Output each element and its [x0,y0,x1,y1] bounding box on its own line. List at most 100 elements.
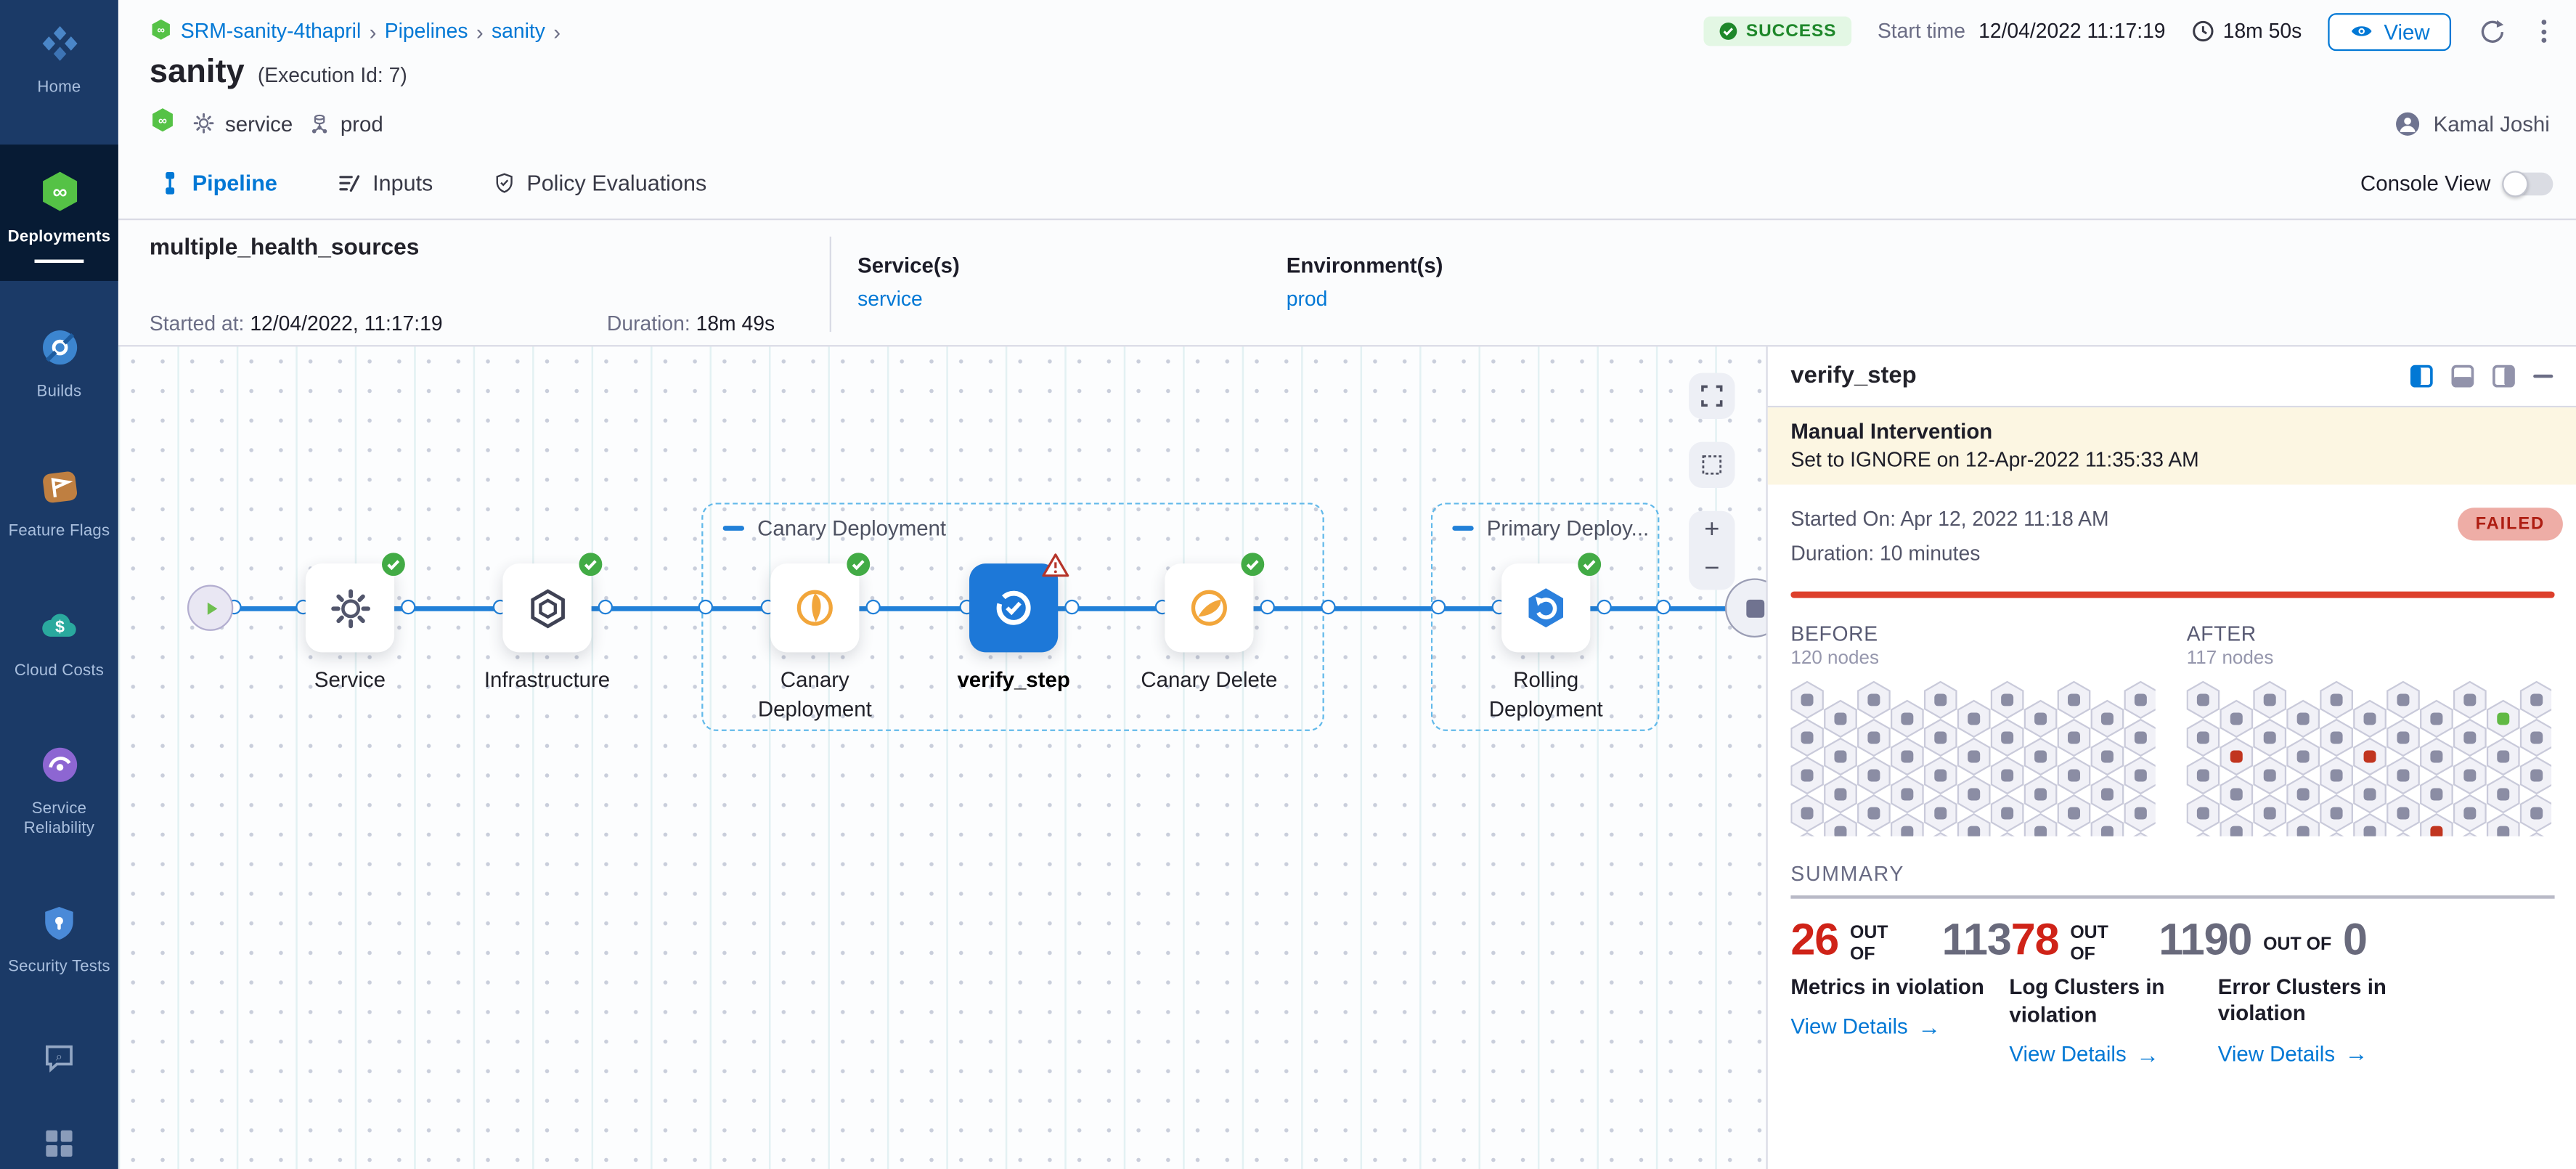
layout-side-panel-icon[interactable] [2493,364,2516,388]
after-column: AFTER 117 nodes [2186,623,2553,889]
node-canary-deployment[interactable]: Canary Deployment [758,553,872,720]
collapse-group-icon[interactable] [1452,526,1474,531]
environment-tag[interactable]: prod [309,111,383,136]
success-badge-icon [1577,552,1602,584]
breadcrumb-project[interactable]: SRM-sanity-4thapril [180,20,362,43]
play-icon [206,601,217,614]
content-area: Canary Deployment Primary Deploy... [118,346,2576,1169]
sidebar-item-label: Service Reliability [23,800,95,839]
environments-column: Environment(s) prod [1286,253,1443,311]
view-details-link[interactable]: View Details→ [2009,1041,2159,1068]
connector-dot [1655,599,1671,615]
main-column: ∞ SRM-sanity-4thapril › Pipelines › sani… [118,0,2576,1169]
view-button[interactable]: View [2328,12,2452,51]
collapse-group-icon[interactable] [722,526,745,531]
tab-policy-evaluations[interactable]: Policy Evaluations [492,171,706,195]
select-mode-button[interactable] [1689,441,1735,489]
sidebar-bottom-group: ⌕ DASHBOARDS [0,1030,118,1169]
sidebar-nav: Home ∞ Deployments Builds Feature Flags … [0,0,118,1169]
sidebar-item-feature-flags[interactable]: Feature Flags [0,456,118,552]
pipeline-icon [166,172,175,195]
stop-icon [1745,598,1764,617]
tags-row: ∞ service prod Kamal Joshi [150,105,2556,142]
breadcrumb-pipelines[interactable]: Pipelines [384,20,468,43]
sidebar-item-cloud-costs[interactable]: $ Cloud Costs [0,595,118,692]
zoom-in-button[interactable]: + [1704,516,1720,544]
minimize-panel-icon[interactable] [2533,374,2553,379]
node-rolling-deployment[interactable]: Rolling Deployment [1489,553,1603,720]
run-meta: Started at: 12/04/2022, 11:17:19 Duratio… [149,311,775,335]
cloud-costs-icon: $ [38,605,81,656]
sidebar-item-dashboards[interactable]: DASHBOARDS [0,1117,118,1169]
console-view-control: Console View [2360,170,2553,197]
fit-view-button[interactable] [1689,372,1735,420]
stage-group-canary: Canary Deployment [701,502,1324,731]
service-link[interactable]: service [857,287,923,311]
more-options-icon[interactable] [2532,17,2556,46]
sidebar-item-security-tests[interactable]: Security Tests [0,893,118,987]
clock-icon [2193,20,2214,42]
shield-check-icon [495,173,512,193]
breadcrumb-pipeline[interactable]: sanity [491,20,545,43]
node-infrastructure[interactable]: Infrastructure [484,553,610,692]
node-label: Rolling Deployment [1488,667,1603,721]
view-details-link[interactable]: View Details→ [1790,1013,1941,1040]
sidebar-item-label: Deployments [7,229,111,247]
arrow-right-icon: → [1917,1013,1941,1040]
stage-name: multiple_health_sources [149,233,420,260]
toggle-knob [2502,170,2529,197]
failed-badge: FAILED [2457,508,2563,541]
console-view-toggle[interactable] [2502,170,2553,197]
success-badge-icon [846,552,871,584]
before-after-section: BEFORE 120 nodes AFTER 117 nodes [1790,623,2562,889]
layout-bottom-panel-icon[interactable] [2451,364,2474,388]
start-node[interactable] [187,584,234,631]
environment-link[interactable]: prod [1286,287,1328,311]
run-info-bar: multiple_health_sources Started at: 12/0… [118,220,2576,347]
service-reliability-icon [38,744,80,794]
console-view-label: Console View [2360,171,2491,196]
header-top-row: ∞ SRM-sanity-4thapril › Pipelines › sani… [150,12,2556,51]
tab-pipeline[interactable]: Pipeline [159,171,277,195]
warning-badge-icon [1042,552,1069,587]
tab-inputs[interactable]: Inputs [336,171,433,195]
service-tag[interactable]: service [192,111,293,136]
sidebar-item-builds[interactable]: Builds [0,318,118,414]
stat-value: 1190 [2159,914,2252,964]
node-canary-delete[interactable]: Canary Delete [1141,553,1277,692]
before-column: BEFORE 120 nodes [1790,623,2158,889]
connector-dot [1321,599,1336,615]
environment-icon [312,114,327,134]
layout-right-panel-icon[interactable] [2410,364,2433,388]
zoom-controls: + − [1689,510,1735,590]
panel-title: verify_step [1790,363,1917,390]
banner-title: Manual Intervention [1790,419,1993,444]
sidebar-item-service-reliability[interactable]: Service Reliability [0,735,118,850]
error-clusters-stat: 1190 OUT OF 0 Error Clusters in violatio… [2159,914,2569,1067]
breadcrumb: ∞ SRM-sanity-4thapril › Pipelines › sani… [150,17,561,45]
step-details-panel: verify_step Manual Intervention Set to I… [1766,346,2576,1169]
divider [1790,895,2556,898]
arrow-right-icon: → [2136,1041,2159,1068]
view-details-link[interactable]: View Details→ [2217,1040,2368,1067]
gear-icon [330,588,370,628]
pipeline-canvas[interactable]: Canary Deployment Primary Deploy... [118,346,1766,1169]
gear-icon [193,113,214,134]
sidebar-item-chat[interactable]: ⌕ [0,1030,118,1093]
canary-deploy-icon [796,590,833,626]
refresh-icon[interactable] [2477,17,2505,45]
node-verify-step[interactable]: verify_step [957,553,1070,692]
svg-text:∞: ∞ [158,113,167,126]
sidebar-item-deployments[interactable]: ∞ Deployments [0,144,118,282]
chevron-right-icon: › [369,19,377,44]
deployments-icon: ∞ [37,170,81,222]
entity-tags: ∞ service prod [150,106,383,141]
execution-status-strip: SUCCESS Start time 12/04/2022 11:17:19 1… [1703,12,2556,51]
zoom-out-button[interactable]: − [1704,555,1720,584]
node-service[interactable]: Service [305,553,405,692]
sidebar-item-home[interactable]: Home [0,13,118,109]
panel-header: verify_step [1767,346,2576,408]
services-column: Service(s) service [857,253,960,311]
chevron-right-icon: › [476,19,484,44]
